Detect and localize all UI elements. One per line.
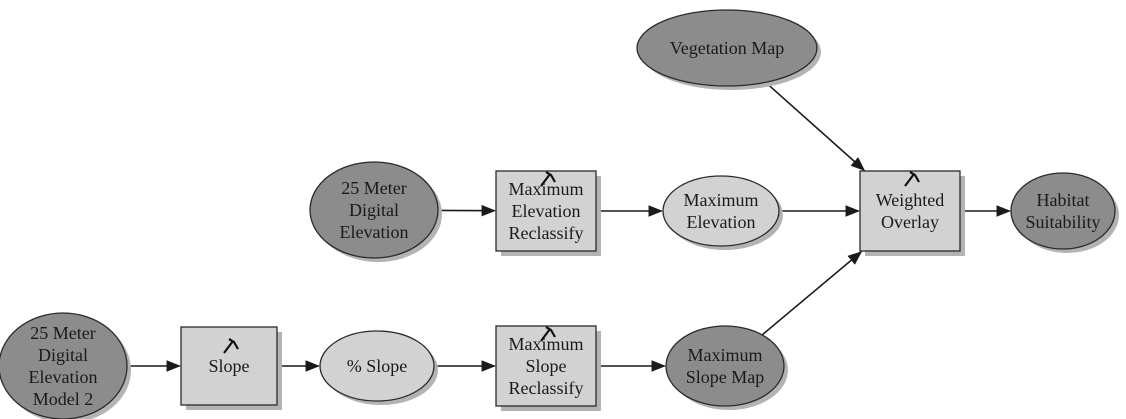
node-ellipse — [309, 161, 439, 259]
hammer-icon — [223, 338, 239, 354]
node-label-line: Habitat — [1037, 190, 1090, 210]
node-label-line: Maximum — [688, 345, 763, 365]
node-ellipse — [319, 330, 435, 402]
node-box — [495, 325, 597, 407]
node-pct-slope: % Slope — [319, 330, 438, 405]
node-label-line: Digital — [38, 345, 88, 365]
node-vegetation-map: Vegetation Map — [636, 9, 821, 90]
node-ellipse — [0, 312, 128, 419]
node-label-line: Digital — [349, 200, 399, 220]
node-ellipse — [1010, 172, 1116, 250]
node-label-line: Maximum — [684, 190, 759, 210]
node-ellipse — [662, 175, 780, 247]
node-label-line: Slope — [208, 356, 249, 376]
node-label-line: Elevation — [687, 212, 756, 232]
node-box — [859, 170, 961, 252]
node-box — [495, 170, 597, 252]
node-label-line: % Slope — [347, 356, 408, 376]
node-label-line: Weighted — [876, 190, 945, 210]
node-ellipse — [636, 9, 818, 87]
node-label-line: Slope — [525, 356, 566, 376]
node-label-line: 25 Meter — [341, 178, 406, 198]
node-label-line: Reclassify — [509, 223, 584, 243]
node-label-line: Maximum — [509, 334, 584, 354]
node-label-line: Model 2 — [33, 389, 94, 409]
node-label-line: Overlay — [881, 212, 939, 232]
node-label-line: 25 Meter — [30, 323, 95, 343]
hammer-icon — [904, 171, 920, 187]
edge-vegetation-map-to-weighted-overlay — [765, 81, 866, 171]
node-label-line: Elevation — [512, 201, 581, 221]
node-label-line: Maximum — [509, 179, 584, 199]
node-slope: Slope — [180, 326, 282, 410]
node-ellipse — [665, 325, 785, 407]
node-label-line: Suitability — [1025, 212, 1100, 232]
hammer-icon — [540, 326, 556, 342]
node-label-line: Elevation — [340, 222, 409, 242]
node-label-line: Elevation — [29, 367, 98, 387]
node-label-line: Reclassify — [509, 378, 584, 398]
node-label-line: Slope Map — [686, 367, 765, 387]
edge-max-slope-map-to-weighted-overlay — [761, 251, 863, 336]
edges-layer — [127, 81, 1011, 372]
node-label-line: Vegetation Map — [670, 38, 784, 58]
hammer-icon — [540, 171, 556, 187]
